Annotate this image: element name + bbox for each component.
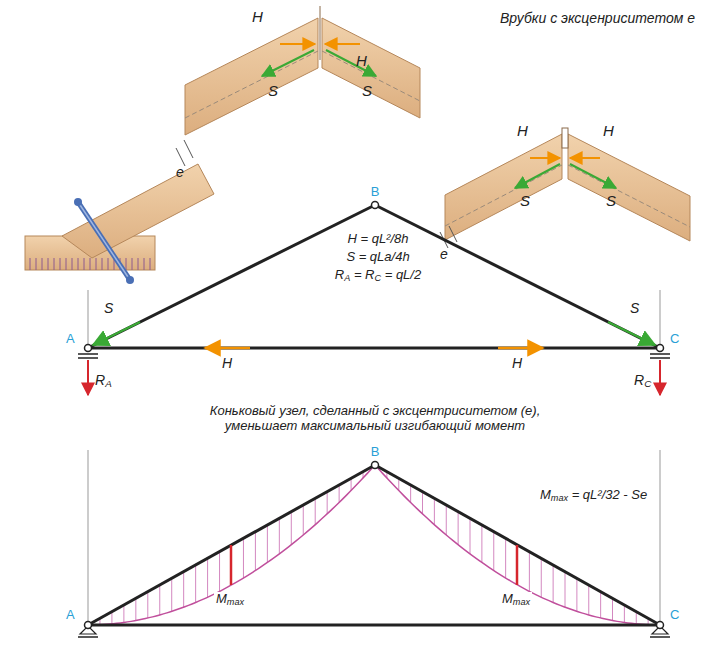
force-label: H [517,122,528,139]
moment-curve [88,465,375,625]
node-letter: B [371,185,380,200]
note: Врубки с эксценриситетом е [500,10,695,26]
reaction-label: RC [634,372,651,390]
force-label: S [104,300,113,316]
ridge-joint-right [440,128,690,248]
moment-diagram [78,450,670,637]
force-label: S [630,300,639,316]
node-letter: A [66,332,75,347]
force-label: S [268,82,278,99]
force-label: H [356,52,367,69]
ridge-joint-left [176,6,420,166]
formula: RA = RC = qL/2 [335,268,421,284]
formula: S = qLa/4h [346,250,409,265]
force-label: H [512,355,522,371]
force-label: S [606,192,616,209]
moment-label: Mmax [500,592,532,608]
formula: Mmax = qL²/32 - Se [540,488,647,504]
dimension-label: e [440,246,448,262]
formula: H = qL²/8h [347,232,408,247]
reaction-label: RA [95,372,112,390]
moment-label: Mmax [214,592,246,608]
force-label: S [362,82,372,99]
force-label: H [603,122,614,139]
heel-joint [25,164,214,284]
dimension-label: e [176,164,184,180]
force-label: S [520,192,530,209]
node-letter: C [670,332,679,347]
caption: Коньковый узел, сделанный с эксцентрисит… [195,404,555,434]
truss [78,202,670,396]
force-label: H [222,355,232,371]
node-letter: A [66,608,75,623]
force-label: H [252,8,263,25]
node-letter: C [670,608,679,623]
node-letter: B [371,445,380,460]
moment-curve [375,465,660,625]
